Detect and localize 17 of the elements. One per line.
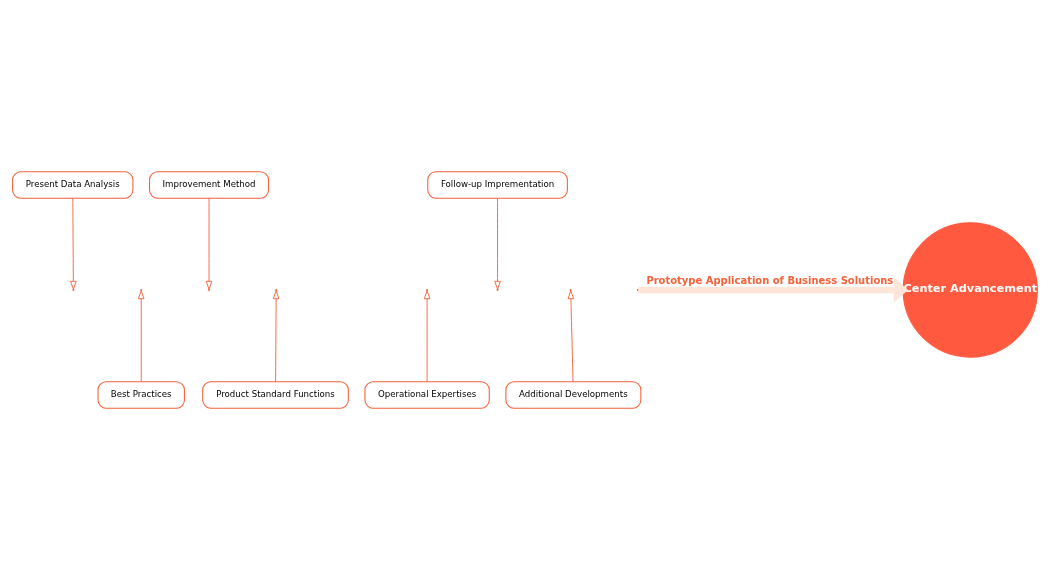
arrow bbox=[494, 197, 501, 290]
node-box: Follow-up Imprementation bbox=[427, 171, 568, 199]
arrow bbox=[423, 290, 431, 383]
node-box: Product Standard Functions bbox=[202, 381, 349, 409]
node-box: Present Data Analysis bbox=[12, 171, 134, 199]
arrow bbox=[137, 290, 145, 383]
node-circle: Center Advancement bbox=[902, 222, 1038, 358]
edge-label: Prototype Application of Business Solutions bbox=[646, 275, 894, 287]
arrow bbox=[70, 197, 77, 290]
arrow bbox=[205, 197, 213, 290]
arrow bbox=[567, 290, 575, 383]
node-box: Operational Expertises bbox=[364, 381, 490, 409]
node-box: Additional Developments bbox=[505, 381, 642, 409]
arrow bbox=[638, 277, 909, 303]
node-box: Improvement Method bbox=[149, 171, 270, 199]
node-box: Best Practices bbox=[97, 381, 185, 409]
arrow bbox=[272, 290, 280, 383]
